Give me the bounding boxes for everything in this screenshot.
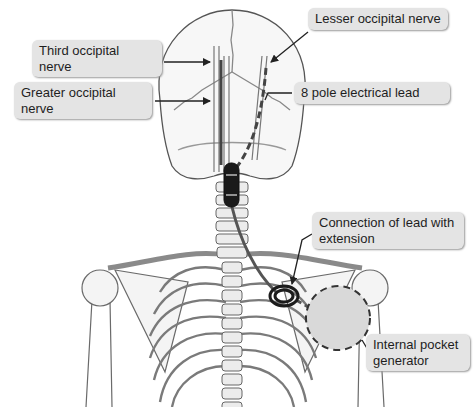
pocket-generator — [306, 286, 370, 350]
shoulder-bones — [108, 253, 226, 268]
callout-box: Third occipital nerve — [32, 40, 162, 77]
electrical-lead — [232, 207, 276, 292]
rib-cage — [150, 317, 226, 358]
electrical-lead — [226, 175, 237, 195]
callout-box: Internal pocket generator — [366, 334, 470, 371]
rib-cage — [160, 267, 226, 292]
skull — [178, 143, 286, 151]
shoulder-bones — [82, 253, 388, 407]
lead-connection-coil — [270, 286, 298, 306]
skull — [231, 10, 233, 72]
spine — [222, 332, 242, 343]
rib-cage — [154, 284, 226, 314]
callout-box: Lesser occipital nerve — [308, 8, 448, 30]
skull — [159, 10, 305, 179]
occipital-nerves — [228, 56, 229, 172]
spine — [222, 262, 242, 273]
electrical-lead — [224, 163, 239, 207]
callout-box: 8 pole electrical lead — [294, 82, 450, 104]
leader-lines — [271, 32, 308, 62]
rib-cage — [150, 267, 316, 407]
spine — [216, 182, 248, 407]
spine — [216, 221, 248, 231]
leader-lines — [265, 93, 292, 100]
callout-box: Greater occipital nerve — [14, 82, 152, 119]
occipital-nerves — [223, 56, 224, 172]
rib-cage — [240, 366, 294, 407]
callout-text: Internal pocket generator — [373, 337, 463, 368]
spine — [222, 318, 242, 329]
pocket-generator — [306, 286, 370, 350]
rib-cage — [172, 366, 226, 407]
callout-text: Third occipital nerve — [39, 43, 155, 74]
rib-cage — [240, 284, 312, 314]
shoulder-bones — [240, 253, 362, 268]
spine — [222, 374, 242, 385]
spine — [222, 388, 242, 399]
leader-lines — [164, 61, 210, 62]
electrical-lead — [236, 68, 266, 168]
occipital-nerves — [214, 46, 267, 172]
callout-text: 8 pole electrical lead — [301, 85, 443, 101]
leader-lines — [155, 32, 368, 350]
skull — [159, 10, 305, 179]
occipital-nerves — [252, 56, 262, 160]
callout-text: Lesser occipital nerve — [315, 11, 441, 27]
spine — [222, 346, 242, 357]
skull — [174, 72, 290, 110]
spine — [222, 402, 242, 407]
callout-text: Greater occipital nerve — [21, 85, 145, 116]
callout-text: Connection of lead with extension — [319, 215, 457, 246]
spine — [222, 276, 242, 287]
spine — [222, 304, 242, 315]
rib-cage — [150, 300, 226, 336]
electrical-lead — [220, 60, 223, 165]
shoulder-bones — [86, 300, 112, 407]
occipital-nerves — [218, 46, 219, 172]
spine — [222, 290, 242, 301]
callout-box: Connection of lead with extension — [312, 212, 464, 249]
leader-lines — [155, 100, 210, 101]
spine — [222, 360, 242, 371]
rib-cage — [240, 317, 316, 358]
occipital-nerves — [213, 46, 214, 172]
spine — [217, 247, 247, 258]
lead-connection-coil — [275, 290, 293, 302]
leader-lines — [292, 234, 312, 284]
lead-connection-coil — [270, 286, 298, 306]
shoulder-bones — [82, 270, 118, 306]
